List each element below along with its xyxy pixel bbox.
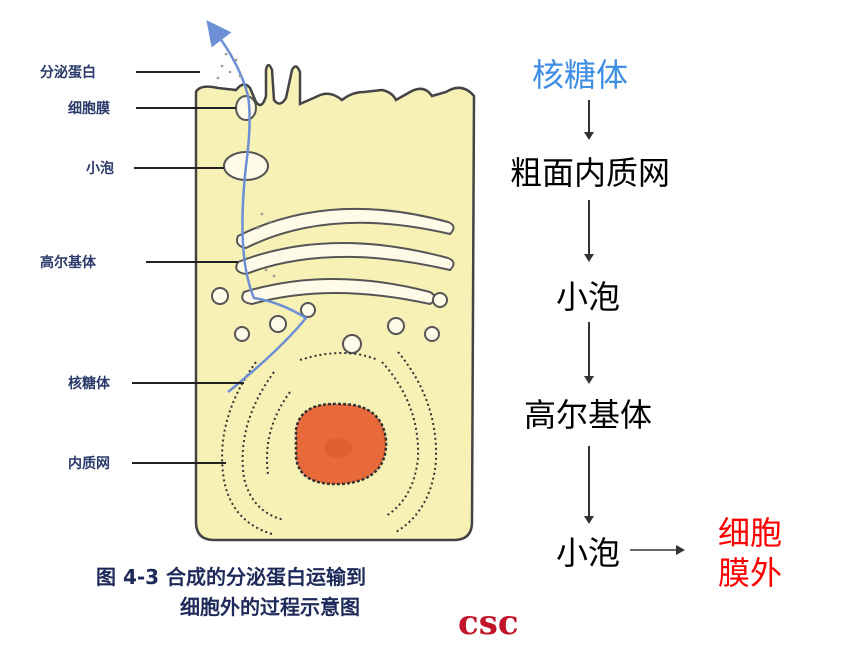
- rough-endoplasmic-reticulum: [221, 351, 438, 535]
- flow-arrow-1: [579, 100, 599, 140]
- flow-step-rough-er: 粗面内质网: [510, 154, 671, 192]
- flow-step-vesicle-2: 小泡: [556, 534, 621, 572]
- figure-caption-line1: 图 4-3 合成的分泌蛋白运输到: [96, 565, 366, 589]
- flow-arrow-out: [630, 545, 685, 555]
- flow-outside-line1: 细胞: [718, 514, 783, 552]
- label-ribosome: 核糖体: [68, 375, 111, 392]
- figure-caption-line2: 细胞外的过程示意图: [180, 595, 360, 619]
- flow-arrow-2: [579, 200, 599, 262]
- label-secretory-protein: 分泌蛋白: [40, 64, 96, 81]
- flow-step-golgi: 高尔基体: [524, 396, 653, 434]
- nucleus: [294, 402, 388, 486]
- cell-body: [194, 63, 476, 542]
- watermark: csc: [458, 603, 519, 643]
- golgi-apparatus: [235, 207, 455, 306]
- label-golgi: 高尔基体: [40, 254, 97, 271]
- label-cell-membrane: 细胞膜: [68, 100, 110, 117]
- label-vesicle: 小泡: [86, 160, 114, 177]
- flow-arrow-3: [579, 322, 599, 384]
- flow-step-vesicle-1: 小泡: [556, 278, 621, 316]
- flow-step-ribosome: 核糖体: [532, 56, 629, 94]
- protein-transport-path: [206, 20, 308, 393]
- flow-arrow-4: [579, 446, 599, 524]
- label-er: 内质网: [68, 455, 110, 472]
- secretory-protein-diagram: 分泌蛋白 细胞膜 小泡 高尔基体 核糖体 内质网 图 4-3 合成的分泌蛋白运输…: [40, 20, 519, 643]
- flow-outside-line2: 膜外: [718, 554, 783, 592]
